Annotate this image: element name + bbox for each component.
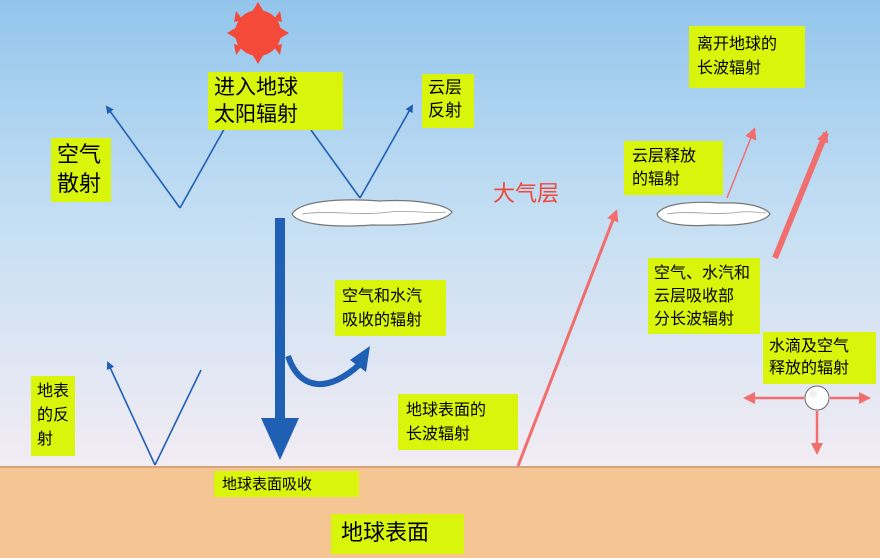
surface-reflect-arrow: [106, 361, 202, 466]
label-surface-absorb: 地球表面吸收: [214, 471, 359, 497]
label-surface-reflect: 地表 的反 射: [31, 376, 75, 456]
label-air-scatter: 空气 散射: [51, 138, 111, 202]
leaving-longwave-arrow: [772, 130, 829, 260]
surface-longwave-arrow: [516, 209, 619, 467]
label-earth-surface: 地球表面: [331, 514, 464, 554]
atmosphere-label: 大气层: [493, 182, 560, 207]
label-incoming-solar: 进入地球 太阳辐射: [208, 72, 343, 130]
droplet-icon: [804, 385, 830, 411]
cloud-reflect-arrow: [310, 104, 413, 199]
cloud-release-arrow: [726, 127, 757, 199]
air-scatter-arrow: [105, 105, 233, 209]
label-surface-longwave: 地球表面的 长波辐射: [398, 394, 518, 450]
label-leaving-longwave: 离开地球的 长波辐射: [689, 26, 805, 88]
surface-absorb-arrow: [261, 218, 299, 460]
label-partial-absorb: 空气、水汽和 云层吸收部 分长波辐射: [648, 258, 760, 334]
label-air-water-absorb: 空气和水汽 吸收的辐射: [335, 280, 446, 336]
cloud-icon-right: [656, 201, 771, 227]
surface-line: [0, 466, 880, 468]
label-cloud-release: 云层释放 的辐射: [624, 141, 723, 195]
cloud-icon: [291, 199, 453, 227]
label-droplet-release: 水滴及空气 释放的辐射: [763, 332, 876, 384]
sun-icon: [227, 2, 289, 64]
label-cloud-reflect: 云层 反射: [422, 74, 474, 128]
air-absorb-arrow: [285, 346, 370, 388]
